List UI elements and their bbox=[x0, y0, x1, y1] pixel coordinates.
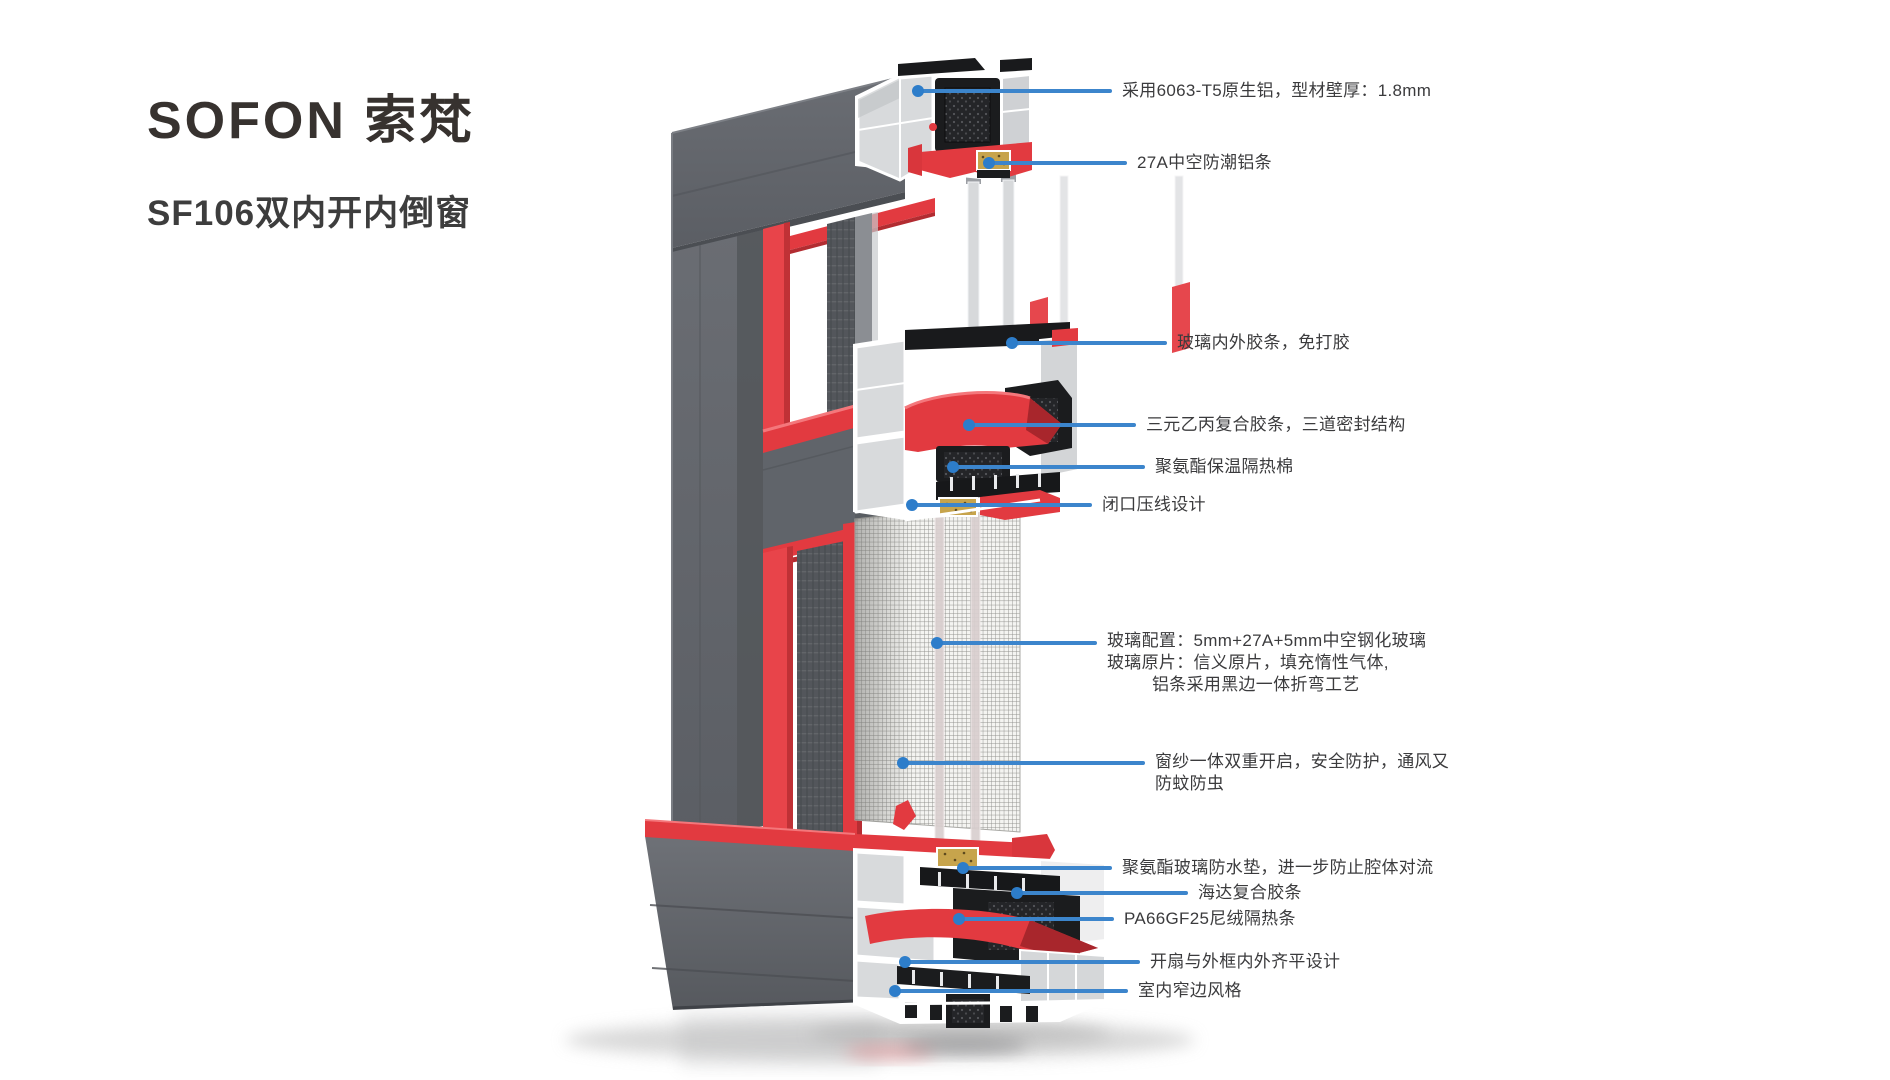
leader-dot-epdm-gasket bbox=[963, 419, 975, 431]
leader-dot-spacer-strip bbox=[983, 157, 995, 169]
section-transom-profile bbox=[853, 322, 1079, 522]
leader-dot-glass-config bbox=[931, 637, 943, 649]
leader-dot-aluminum-grade bbox=[912, 85, 924, 97]
leader-line-spacer-strip bbox=[989, 161, 1127, 165]
leader-line-pu-insulation bbox=[953, 465, 1145, 469]
callout-text-epdm-gasket: 三元乙丙复合胶条，三道密封结构 bbox=[1146, 415, 1406, 434]
leader-line-flush-design bbox=[905, 960, 1140, 964]
leader-line-glazing-gaskets bbox=[1012, 341, 1167, 345]
leader-line-closed-bead-design bbox=[912, 503, 1092, 507]
callout-text-pu-insulation: 聚氨酯保温隔热棉 bbox=[1155, 457, 1294, 476]
brand-logo: SOFON 索梵 bbox=[147, 92, 475, 150]
leader-line-haida-gasket bbox=[1017, 891, 1188, 895]
leader-dot-narrow-indoor-style bbox=[889, 985, 901, 997]
brand-block: SOFON 索梵 SF106双内开内倒窗 bbox=[147, 78, 474, 236]
leader-dot-screen-integrated bbox=[897, 757, 909, 769]
product-model-title: SF106双内开内倒窗 bbox=[147, 194, 472, 233]
leader-dot-closed-bead-design bbox=[906, 499, 918, 511]
callout-text-pu-waterproof-pad: 聚氨酯玻璃防水垫，进一步防止腔体对流 bbox=[1122, 858, 1434, 877]
leader-dot-haida-gasket bbox=[1011, 887, 1023, 899]
leader-line-pu-waterproof-pad bbox=[963, 866, 1112, 870]
leader-line-screen-integrated bbox=[903, 761, 1145, 765]
callout-text-spacer-strip: 27A中空防潮铝条 bbox=[1137, 153, 1272, 172]
upper-glass-panes bbox=[966, 175, 1190, 397]
floor-shadow bbox=[565, 1010, 1195, 1068]
leader-dot-pu-insulation bbox=[947, 461, 959, 473]
leader-dot-pu-waterproof-pad bbox=[957, 862, 969, 874]
leader-line-pa66-thermal-break bbox=[959, 917, 1114, 921]
callout-text-aluminum-grade: 采用6063-T5原生铝，型材壁厚：1.8mm bbox=[1122, 81, 1432, 100]
callout-text-narrow-indoor-style: 室内窄边风格 bbox=[1138, 981, 1242, 1000]
leader-line-epdm-gasket bbox=[969, 423, 1136, 427]
callout-text-screen-integrated: 窗纱一体双重开启，安全防护，通风又防蚊防虫 bbox=[1155, 752, 1450, 793]
leader-dot-pa66-thermal-break bbox=[953, 913, 965, 925]
leader-line-glass-config bbox=[937, 641, 1097, 645]
callout-text-closed-bead-design: 闭口压线设计 bbox=[1102, 495, 1206, 514]
callout-text-flush-design: 开扇与外框内外齐平设计 bbox=[1150, 952, 1341, 971]
leader-line-narrow-indoor-style bbox=[895, 989, 1128, 993]
callout-text-glazing-gaskets: 玻璃内外胶条，免打胶 bbox=[1177, 333, 1350, 352]
leader-line-aluminum-grade bbox=[918, 89, 1112, 93]
leader-dot-glazing-gaskets bbox=[1006, 337, 1018, 349]
leader-dot-flush-design bbox=[899, 956, 911, 968]
callout-text-glass-config: 玻璃配置：5mm+27A+5mm中空钢化玻璃玻璃原片：信义原片，填充惰性气体,铝… bbox=[1107, 631, 1427, 694]
mesh-screen-panel bbox=[854, 480, 1040, 849]
callout-text-pa66-thermal-break: PA66GF25尼绒隔热条 bbox=[1124, 909, 1296, 928]
callout-text-haida-gasket: 海达复合胶条 bbox=[1198, 883, 1302, 902]
